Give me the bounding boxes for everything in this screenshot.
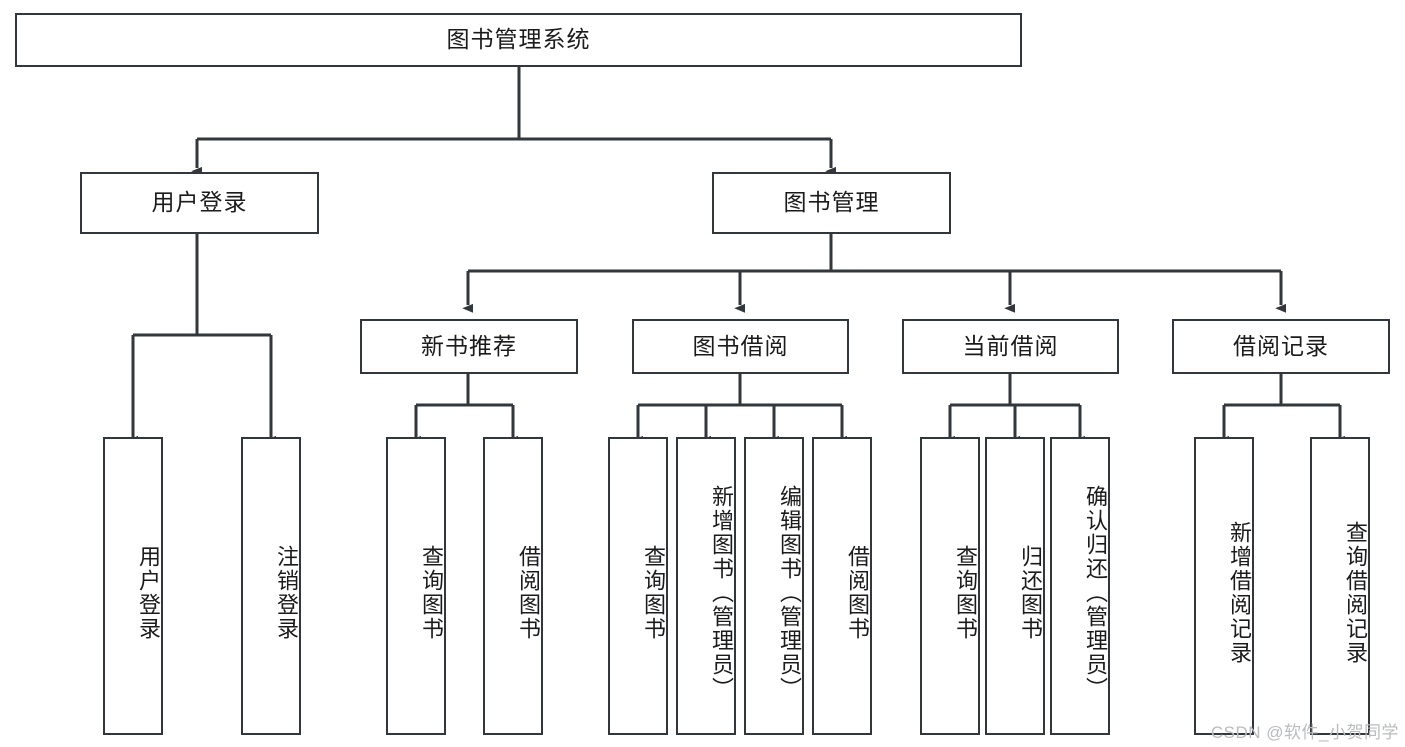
node-user-login[interactable]: 用户登录	[80, 172, 319, 234]
leaf-borrow-book-new-label: 借阅图书	[516, 545, 541, 641]
leaf-logout[interactable]: 注销登录	[241, 437, 301, 735]
leaf-user-login-label: 用户登录	[136, 545, 161, 641]
leaf-add-book-admin-label: 新增图书（管理员）	[709, 485, 734, 701]
leaf-return-book[interactable]: 归还图书	[985, 437, 1045, 735]
leaf-add-borrow-record-label: 新增借阅记录	[1227, 521, 1252, 665]
leaf-edit-book-admin[interactable]: 编辑图书（管理员）	[744, 437, 804, 735]
node-root[interactable]: 图书管理系统	[15, 13, 1022, 67]
leaf-borrow-book-label: 借阅图书	[845, 545, 870, 641]
node-book-management[interactable]: 图书管理	[712, 172, 951, 234]
leaf-query-borrow-record-label: 查询借阅记录	[1343, 521, 1368, 665]
node-new-book-recommend-label: 新书推荐	[421, 332, 517, 359]
leaf-logout-label: 注销登录	[274, 545, 299, 641]
leaf-borrow-book[interactable]: 借阅图书	[812, 437, 872, 735]
leaf-edit-book-admin-label: 编辑图书（管理员）	[777, 485, 802, 701]
leaf-return-book-label: 归还图书	[1018, 545, 1043, 641]
leaf-confirm-return-admin[interactable]: 确认归还（管理员）	[1050, 437, 1110, 735]
leaf-query-borrow-record[interactable]: 查询借阅记录	[1310, 437, 1370, 735]
leaf-add-book-admin[interactable]: 新增图书（管理员）	[676, 437, 736, 735]
leaf-confirm-return-admin-label: 确认归还（管理员）	[1083, 485, 1108, 701]
node-new-book-recommend[interactable]: 新书推荐	[360, 319, 578, 374]
leaf-borrow-book-new[interactable]: 借阅图书	[483, 437, 543, 735]
node-user-login-label: 用户登录	[151, 189, 248, 216]
leaf-query-book-borrow-label: 查询图书	[641, 545, 666, 641]
leaf-query-book-current[interactable]: 查询图书	[920, 437, 980, 735]
node-book-borrow[interactable]: 图书借阅	[632, 319, 849, 374]
node-current-borrow-label: 当前借阅	[962, 332, 1059, 359]
node-book-borrow-label: 图书借阅	[692, 332, 789, 359]
leaf-add-borrow-record[interactable]: 新增借阅记录	[1194, 437, 1254, 735]
leaf-query-book-new[interactable]: 查询图书	[386, 437, 446, 735]
node-book-management-label: 图书管理	[783, 189, 880, 216]
leaf-query-book-borrow[interactable]: 查询图书	[608, 437, 668, 735]
leaf-user-login[interactable]: 用户登录	[103, 437, 163, 735]
leaf-query-book-new-label: 查询图书	[419, 545, 444, 641]
node-current-borrow[interactable]: 当前借阅	[902, 319, 1119, 374]
watermark: CSDN @软件_小贺同学	[1210, 723, 1399, 742]
node-borrow-record[interactable]: 借阅记录	[1172, 319, 1390, 374]
node-root-label: 图书管理系统	[446, 26, 591, 53]
leaf-query-book-current-label: 查询图书	[953, 545, 978, 641]
node-borrow-record-label: 借阅记录	[1233, 332, 1329, 359]
